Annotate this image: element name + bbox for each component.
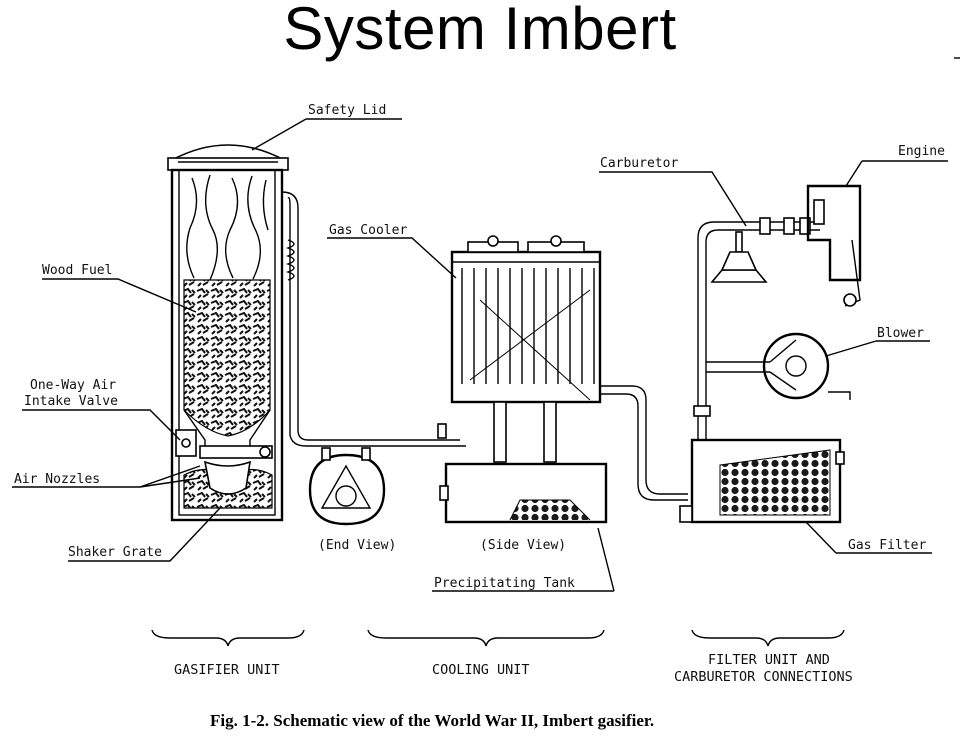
filter-and-carburetor (679, 184, 862, 524)
tank-end-view (308, 453, 386, 526)
label-gas-cooler: Gas Cooler (329, 223, 407, 238)
unit-label-filter-line1: FILTER UNIT AND (708, 652, 830, 668)
label-gas-filter: Gas Filter (848, 538, 926, 553)
wood-fuel (183, 279, 271, 437)
flex-coil (285, 239, 295, 281)
label-wood-fuel: Wood Fuel (42, 263, 112, 278)
label-side-view: (Side View) (480, 538, 566, 553)
label-blower: Blower (877, 326, 924, 341)
blower (762, 332, 830, 400)
gasifier-unit (167, 144, 466, 522)
label-precipitating-tank: Precipitating Tank (434, 576, 575, 591)
label-end-view: (End View) (318, 538, 396, 553)
unit-braces (151, 629, 845, 647)
gas-cooler (450, 250, 602, 404)
label-intake-valve-line1: One-Way Air (30, 378, 116, 393)
unit-label-gasifier: GASIFIER UNIT (174, 662, 280, 678)
engine (806, 184, 862, 282)
unit-label-filter-line2: CARBURETOR CONNECTIONS (674, 669, 853, 685)
gas-filter (690, 438, 842, 524)
unit-label-cooling: COOLING UNIT (432, 662, 530, 678)
label-safety-lid: Safety Lid (308, 103, 386, 118)
label-shaker-grate: Shaker Grate (68, 545, 162, 560)
air-nozzle-ring (199, 445, 273, 459)
riser-pipe (697, 221, 820, 440)
carburetor-air-intake (710, 269, 768, 283)
label-carburetor: Carburetor (600, 156, 678, 171)
label-engine: Engine (898, 144, 945, 159)
leader-lines (12, 118, 948, 592)
cooling-unit (308, 235, 688, 526)
label-intake-valve-line2: Intake Valve (24, 394, 118, 409)
safety-lid-rim (167, 157, 289, 171)
slide-title: System Imbert (283, 0, 677, 62)
figure-caption: Fig. 1-2. Schematic view of the World Wa… (210, 711, 654, 730)
gas-outlet-pipe (281, 191, 460, 441)
label-air-nozzles: Air Nozzles (14, 472, 100, 487)
